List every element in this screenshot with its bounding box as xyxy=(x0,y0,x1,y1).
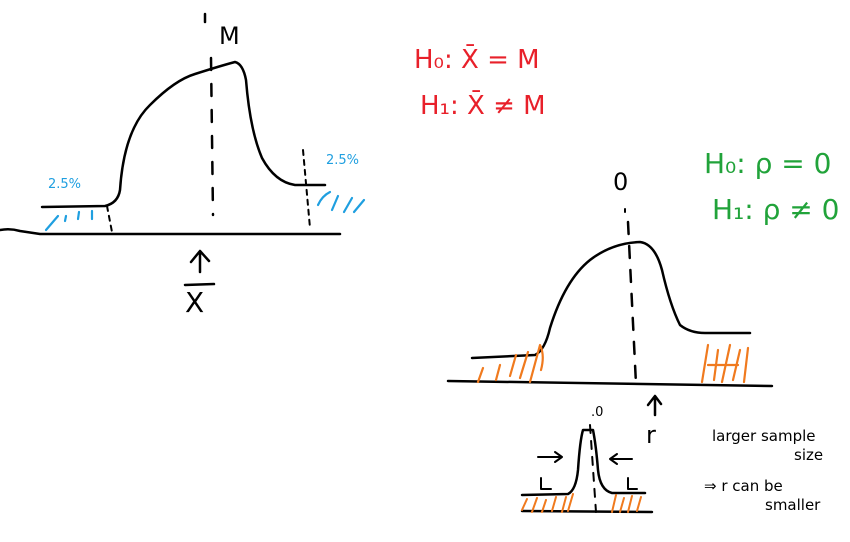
narrow-right-arrow xyxy=(609,453,633,465)
x-bar-overline xyxy=(183,282,216,287)
right-bell-curve xyxy=(470,240,752,360)
note-line-2: size xyxy=(794,446,823,464)
green-hypotheses: H₀: ρ = 0 H₁: ρ ≠ 0 xyxy=(704,147,839,226)
left-distribution-sketch: M 2.5% 2.5% X xyxy=(0,12,366,319)
left-mean-label: M xyxy=(219,22,240,50)
note-line-1: larger sample xyxy=(712,427,815,445)
right-tail-hatching xyxy=(316,190,366,214)
right-center-line xyxy=(626,220,638,386)
narrow-center-line xyxy=(589,424,597,513)
narrow-right-corner xyxy=(627,477,638,490)
narrow-left-corner xyxy=(540,477,552,490)
right-baseline xyxy=(446,379,774,388)
sample-mean-label: X xyxy=(185,286,204,319)
right-tail-cutoff xyxy=(302,149,311,229)
right-distribution-sketch: 0 r xyxy=(446,168,774,449)
narrow-peak-curve xyxy=(520,428,647,497)
red-h1: H₁: X̄ ≠ M xyxy=(420,89,546,121)
left-tail-hatching xyxy=(44,209,94,232)
narrow-right-tail-hatching xyxy=(611,494,642,513)
green-h1: H₁: ρ ≠ 0 xyxy=(712,193,839,226)
left-mean-line xyxy=(209,56,215,217)
left-bell-curve xyxy=(40,60,327,209)
left-tail-percent: 2.5% xyxy=(48,177,81,192)
note-line-3: ⇒ r can be xyxy=(704,477,783,495)
green-h0: H₀: ρ = 0 xyxy=(704,147,831,180)
note-line-4: smaller xyxy=(765,496,821,514)
narrow-left-tail-hatching xyxy=(521,493,574,513)
right-left-tail-hatching xyxy=(476,343,544,384)
right-center-label: 0 xyxy=(613,168,628,196)
left-tail-cutoff xyxy=(106,205,113,233)
narrow-distribution-sketch: .0 xyxy=(520,405,654,514)
right-tail-percent: 2.5% xyxy=(326,153,359,168)
left-baseline xyxy=(0,227,342,236)
right-stat-label: r xyxy=(646,421,656,449)
sample-size-note: larger sample size ⇒ r can be smaller xyxy=(704,427,823,514)
red-h0: H₀: X̄ = M xyxy=(414,43,540,75)
narrow-center-label: .0 xyxy=(591,405,603,420)
narrow-baseline xyxy=(520,509,654,514)
right-up-arrow xyxy=(646,394,663,417)
red-hypotheses: H₀: X̄ = M H₁: X̄ ≠ M xyxy=(414,43,546,121)
narrow-left-arrow xyxy=(537,451,563,463)
left-up-arrow xyxy=(189,249,211,274)
right-right-tail-hatching xyxy=(700,343,750,384)
